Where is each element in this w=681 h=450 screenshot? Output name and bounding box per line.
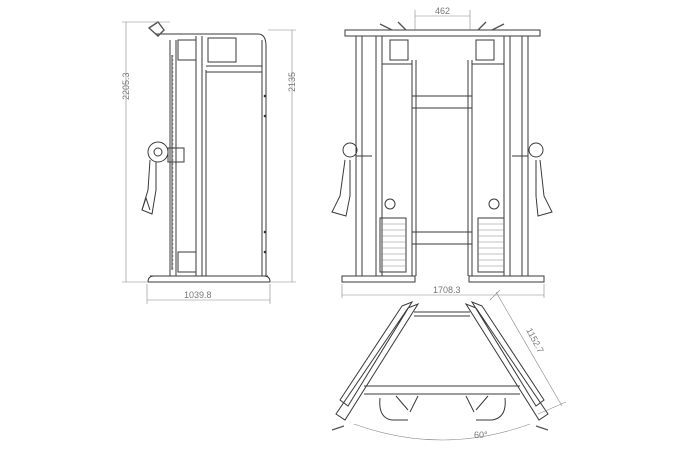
dim-arm-length: 1152.7	[524, 326, 545, 354]
dim-frame-height: 2135	[287, 72, 297, 92]
side-view: 2205.3 2135 1039.8	[121, 21, 297, 304]
dim-pulley-spacing: 462	[435, 6, 450, 16]
dim-angle: 60°	[474, 430, 488, 440]
dim-depth: 1039.8	[184, 290, 212, 300]
dim-overall-height: 2205.3	[121, 72, 131, 100]
top-view: 1152.7 60°	[331, 289, 567, 441]
dim-width: 1708.3	[433, 285, 461, 295]
front-view: 462 1708.3	[331, 6, 553, 298]
